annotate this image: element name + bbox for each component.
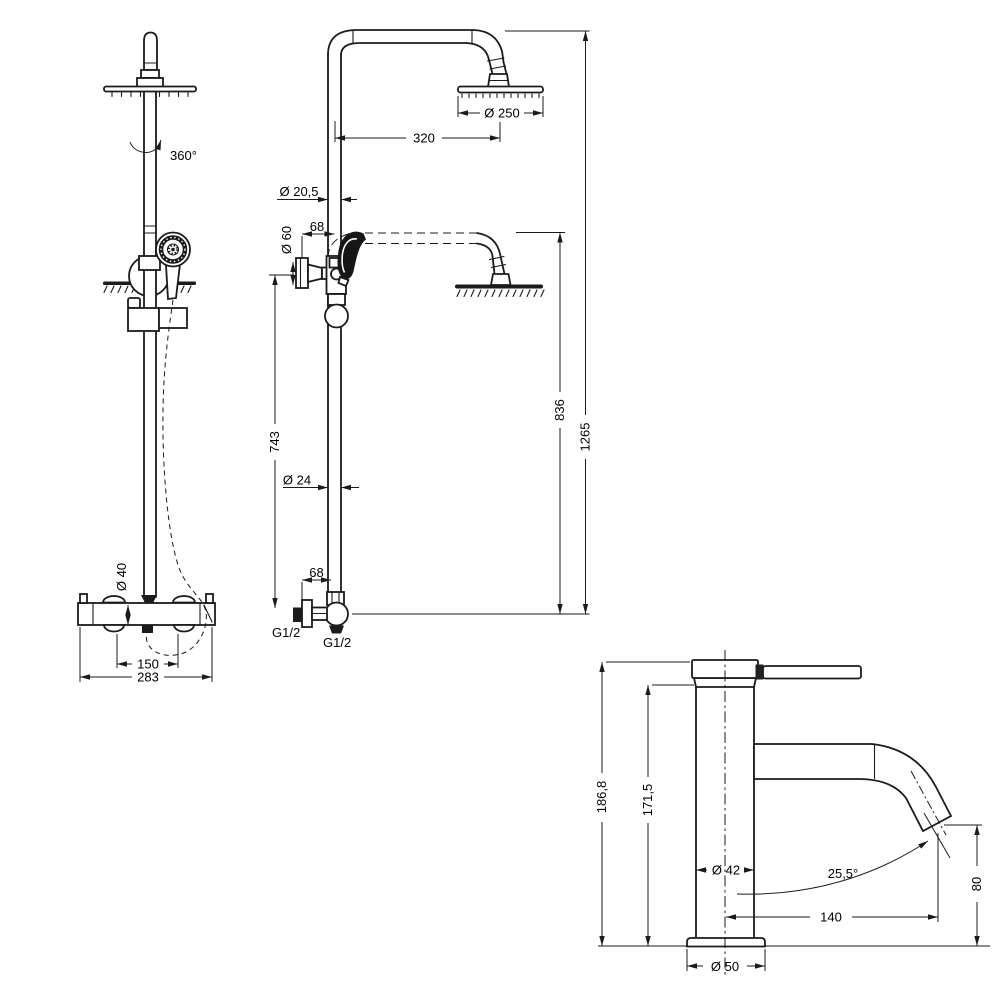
dim-label-wall-bracket-span: 743: [267, 431, 282, 453]
lever-handle: [762, 665, 862, 680]
hand-shower-front: [337, 231, 366, 280]
dim-label-rotation: 360°: [170, 148, 197, 163]
dim-label-bottom-connection-thread: G1/2: [323, 635, 351, 650]
dim-label-bottom-wall-offset: 68: [309, 565, 323, 580]
shower-arm: [327, 29, 505, 63]
dim-label-spout-base-height: 171,5: [640, 784, 655, 817]
slide-fitting: [138, 255, 161, 271]
dim-label-valve-width: 283: [137, 670, 159, 685]
spout: [753, 743, 953, 833]
dim-label-inlet-spacing: 150: [137, 657, 159, 672]
dim-label-lowered-head-height: 836: [552, 399, 567, 421]
rotation-arrow: [129, 139, 162, 154]
overhead-shower-edge: [103, 85, 197, 93]
hand-shower-handle: [165, 263, 182, 301]
diverter-ball: [324, 303, 349, 329]
dim-label-wall-connection-thread: G1/2: [272, 625, 300, 640]
dim-label-outlet-height: 80: [969, 877, 984, 891]
dim-label-body-diameter: Ø 42: [712, 863, 740, 878]
dim-label-wall-flange-diameter: Ø 60: [279, 226, 294, 254]
dim-label-top-pipe-diameter: Ø 20,5: [279, 184, 318, 199]
hose-outlet: [142, 625, 153, 633]
wall-flange-upper: [295, 257, 309, 289]
top-bend-side: [143, 31, 158, 71]
dim-label-faucet-total-height: 186,8: [594, 781, 609, 814]
thermostatic-valve-body: [77, 602, 216, 626]
wall-flange-lower: [301, 599, 313, 628]
faucet-body: [695, 686, 755, 939]
dim-label-top-wall-offset: 68: [310, 219, 324, 234]
dim-label-arm-reach: 320: [413, 131, 435, 146]
dim-label-spout-reach: 140: [820, 910, 842, 925]
dim-label-riser-pipe-diameter: Ø 24: [283, 473, 311, 488]
dim-label-total-height: 1265: [578, 423, 593, 452]
dim-label-spout-angle: 25,5°: [828, 866, 859, 881]
shower-column-front-view: Ø 250 320 Ø 20,5 68 Ø 60: [267, 29, 593, 650]
basin-faucet-view: 186,8 171,5 Ø 42 25,5° 140 80 Ø 50: [594, 650, 990, 978]
riser-pipe-side: [143, 90, 157, 598]
shower-column-side-view: 360° Ø 40 150 283: [77, 31, 216, 685]
dim-label-valve-diameter: Ø 40: [114, 563, 129, 591]
dim-label-base-diameter: Ø 50: [711, 959, 739, 974]
handle-joint: [755, 664, 764, 680]
base-flange: [686, 937, 766, 948]
inlet-elbow: [324, 601, 349, 627]
overhead-shower-front: [457, 85, 544, 94]
overhead-shower-lowered: [455, 284, 543, 289]
lowered-arm-dashed: [327, 232, 477, 258]
dim-label-head-diameter: Ø 250: [484, 106, 519, 121]
shower-hose: [145, 299, 207, 656]
handset-holder: [127, 307, 160, 332]
